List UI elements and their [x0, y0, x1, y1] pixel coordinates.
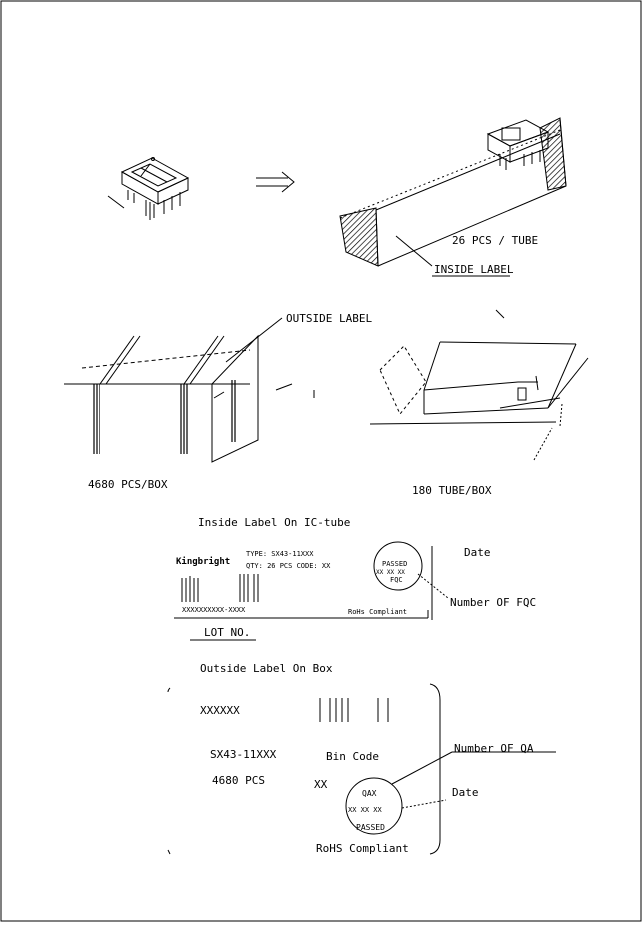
- number-of-qa: Number OF QA: [454, 742, 534, 755]
- fqc-stamp-bottom: FQC: [390, 576, 403, 584]
- bin-code: Bin Code: [326, 750, 379, 763]
- inside-label-title: Inside Label On IC-tube: [198, 516, 350, 529]
- arrow-right-icon: [256, 171, 295, 193]
- outside-label-callout: OUTSIDE LABEL: [286, 312, 372, 325]
- outside-code: XXXXXX: [200, 704, 240, 717]
- qa-stamp: [345, 751, 556, 835]
- qa-stamp-bottom: PASSED: [356, 823, 385, 832]
- qa-stamp-top: QAX: [362, 789, 377, 798]
- inside-label-callout: INSIDE LABEL: [434, 263, 514, 276]
- inside-rohs: RoHs Compliant: [348, 608, 407, 616]
- display-part-drawing: [107, 157, 190, 220]
- fqc-stamp-mid: XX XX XX: [376, 569, 405, 576]
- outside-rohs: RoHS Compliant: [316, 842, 409, 855]
- outside-label-box: [167, 683, 441, 855]
- tube-box-drawing: [369, 341, 589, 461]
- outside-part-number: SX43-11XXX: [210, 748, 277, 761]
- type-line: TYPE: SX43-11XXX: [246, 550, 314, 558]
- fqc-stamp-top: PASSED: [382, 560, 407, 568]
- inside-barcode: [181, 574, 259, 602]
- lot-number: LOT NO.: [204, 626, 250, 639]
- inside-date: Date: [464, 546, 491, 559]
- outside-label-title: Outside Label On Box: [200, 662, 333, 675]
- inside-barcode-text: XXXXXXXXXX-XXXX: [182, 606, 246, 614]
- tube-box-quantity: 180 TUBE/BOX: [412, 484, 492, 497]
- outside-xx: XX: [314, 778, 328, 791]
- fqc-stamp: [373, 541, 449, 599]
- inside-label-box: [174, 546, 433, 641]
- number-of-fqc: Number OF FQC: [450, 596, 536, 609]
- outside-quantity: 4680 PCS: [212, 774, 265, 787]
- qa-stamp-mid: XX XX XX: [348, 806, 383, 814]
- outside-date: Date: [452, 786, 479, 799]
- box-drawing: [64, 317, 315, 463]
- outside-barcode: [319, 698, 389, 722]
- tube-drawing: [339, 117, 567, 319]
- tube-quantity: 26 PCS / TUBE: [452, 234, 538, 247]
- box-quantity: 4680 PCS/BOX: [88, 478, 168, 491]
- brand-logo: Kingbright: [176, 556, 230, 567]
- qty-line: QTY: 26 PCS CODE: XX: [246, 562, 331, 570]
